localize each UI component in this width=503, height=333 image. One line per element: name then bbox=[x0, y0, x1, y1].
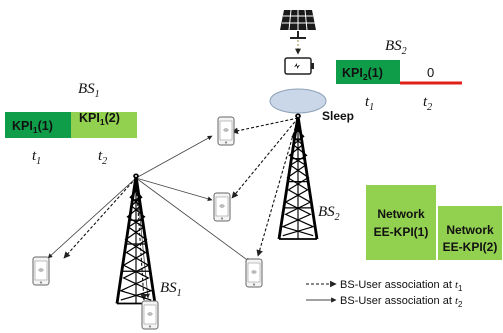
sleep-indicator bbox=[269, 88, 327, 114]
bs2-kpi-2-value: 0 bbox=[427, 65, 434, 80]
bs2-sleep-label: Sleep bbox=[322, 109, 354, 123]
battery-icon bbox=[284, 57, 314, 75]
bs2-time-2: t2 bbox=[423, 94, 432, 113]
bs2-title: BS2 bbox=[385, 38, 407, 57]
bs1-kpi-2-box bbox=[71, 112, 137, 138]
smartphone-icon bbox=[32, 256, 50, 286]
legend-t1-label: BS-User association at t1 bbox=[340, 279, 463, 293]
association-links bbox=[47, 117, 299, 301]
smartphone-icon bbox=[217, 116, 235, 146]
bs2-kpi-1-label: KPI2(1) bbox=[342, 66, 383, 82]
smartphone-icon bbox=[245, 258, 263, 288]
smartphone-icon bbox=[141, 300, 159, 330]
bs1-time-2: t2 bbox=[98, 148, 107, 167]
bs2-tower-label: BS2 bbox=[318, 204, 340, 223]
solar-panel-icon bbox=[280, 9, 316, 39]
legend: BS-User association at t1 BS-User associ… bbox=[306, 279, 463, 309]
bs2-kpi-panel: BS2 KPI2(1) 0 t1 t2 bbox=[336, 38, 462, 113]
network-kpi-2-line2: EE-KPI(2) bbox=[443, 240, 498, 254]
network-kpi-2-line1: Network bbox=[446, 223, 494, 237]
bs1-kpi-2-label: KPI1(2) bbox=[79, 111, 120, 127]
bs2-time-1: t1 bbox=[365, 94, 374, 113]
bs2-tower-icon bbox=[277, 112, 319, 241]
bs1-kpi-1-box bbox=[5, 112, 71, 138]
network-kpi-1-line1: Network bbox=[377, 207, 425, 221]
smartphone-icon bbox=[213, 192, 231, 222]
network-kpi-1-line2: EE-KPI(1) bbox=[374, 225, 429, 239]
network-kpi-1-box bbox=[366, 185, 436, 260]
bs1-kpi-panel: BS1 KPI1(1) KPI1(2) t1 t2 bbox=[5, 81, 137, 167]
bs2-kpi-1-box bbox=[336, 60, 400, 84]
bs1-time-1: t1 bbox=[32, 148, 41, 167]
bs1-title: BS1 bbox=[78, 81, 100, 100]
network-kpi-panel: Network EE-KPI(1) Network EE-KPI(2) bbox=[366, 185, 502, 260]
network-kpi-2-box bbox=[438, 206, 502, 260]
bs1-kpi-1-label: KPI1(1) bbox=[12, 119, 53, 135]
legend-t2-label: BS-User association at t2 bbox=[340, 295, 463, 309]
bs1-tower-label: BS1 bbox=[160, 280, 182, 299]
